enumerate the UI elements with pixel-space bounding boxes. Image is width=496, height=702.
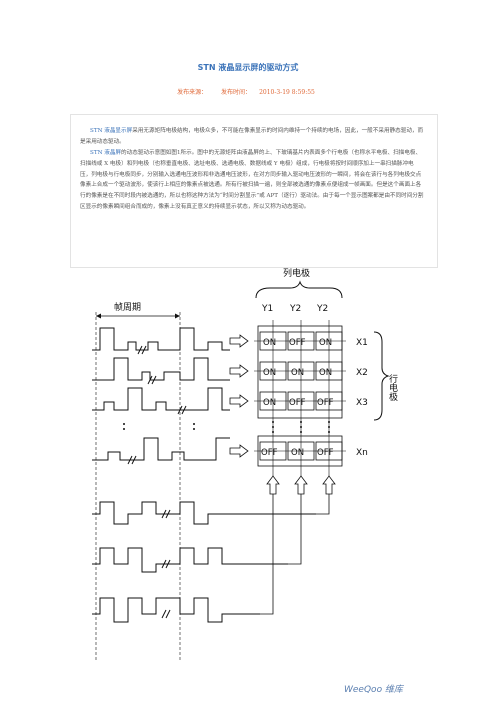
electrode-lines (254, 320, 346, 476)
connector-y2a (288, 494, 302, 565)
column-waveforms (92, 501, 316, 623)
waveform-x3 (92, 387, 230, 411)
row-arrow-xn (229, 444, 249, 458)
source-label: 发布来源： (177, 89, 208, 96)
article-title: STN 液晶显示屏的驱动方式 (197, 63, 299, 72)
row-input-arrows (229, 334, 249, 458)
row-waveforms (92, 327, 230, 461)
frame-period-label: 帧周期 (114, 301, 141, 313)
row-label-x2: X2 (356, 368, 368, 378)
column-input-arrows (266, 475, 336, 495)
cell-text-r1c2: OFF (289, 338, 306, 348)
time-label: 发布时间： 2010-3-19 8:59:55 (217, 89, 319, 96)
waveform-y1 (92, 501, 316, 525)
cell-labels: ON OFF ON ON ON ON ON OFF OFF OFF ON OFF (261, 338, 334, 458)
row-label-x3: X3 (356, 398, 368, 408)
cell-text-r1c1: ON (263, 338, 276, 348)
column-arrow-y2a (294, 475, 308, 495)
row-arrow-x2 (229, 364, 249, 378)
paragraph-2: STN 液晶屏的动态驱动示意图如图1所示。图中的无源矩阵由液晶屏的上、下玻璃基片… (80, 148, 424, 213)
waveform-x1 (92, 327, 230, 351)
cell-text-r3c2: OFF (289, 398, 306, 408)
weeqoo-watermark: WeeQoo 维库 (344, 684, 405, 695)
row-arrow-x3 (229, 394, 249, 408)
cell-text-r4c2: ON (291, 448, 304, 458)
row-electrode-label: 行电极 (387, 373, 398, 402)
column-label-y2b: Y2 (316, 304, 328, 314)
cell-text-r4c3: OFF (317, 448, 334, 458)
row-brace (373, 331, 390, 421)
column-brace (255, 280, 343, 299)
cell-text-r2c2: ON (291, 368, 304, 378)
column-break-marks (161, 509, 171, 619)
connector-y1 (260, 494, 274, 615)
row-arrow-x1 (229, 334, 249, 348)
cell-text-r2c3: ON (319, 368, 332, 378)
time-label-text: 发布时间： (221, 89, 252, 96)
time-value: 2010-3-19 8:59:55 (259, 89, 315, 96)
cell-text-r4c1: OFF (261, 448, 278, 458)
column-connectors (260, 494, 330, 615)
row-ellipsis (272, 421, 330, 433)
cell-text-r3c3: OFF (317, 398, 334, 408)
paragraph-1: STN 液晶显示屏采用无源矩阵电极结构，电极众多，不可能在像素显示的时间内维持一… (80, 126, 424, 148)
cell-text-r3c1: ON (263, 398, 276, 408)
connector-y2b (316, 494, 330, 515)
article-body-card (70, 114, 438, 268)
waveform-ellipsis (123, 423, 195, 430)
row-label-x1: X1 (356, 338, 368, 348)
stn-dynamic-drive-diagram: 列电极 Y1 Y2 Y2 帧周期 ON OFF ON (92, 267, 405, 695)
waveform-y2b (92, 597, 260, 623)
waveform-x2 (92, 357, 230, 381)
paragraph-1-text: 采用无源矩阵电极结构，电极众多，不可能在像素显示的时间内维持一个持续的电场，因此… (80, 128, 424, 145)
cell-text-r2c1: ON (263, 368, 276, 378)
column-label-y2a: Y2 (289, 304, 301, 314)
paragraph-2-highlight[interactable]: STN 液晶屏 (90, 150, 122, 156)
column-electrode-label: 列电极 (283, 267, 310, 279)
column-arrow-y2b (322, 475, 336, 495)
cell-text-r1c3: ON (319, 338, 332, 348)
column-arrow-y1 (266, 475, 280, 495)
article-meta: 发布来源： 发布时间： 2010-3-19 8:59:55 (0, 87, 496, 96)
row-label-xn: Xn (356, 448, 368, 458)
waveform-y2a (92, 547, 288, 573)
waveform-break-marks (127, 345, 187, 465)
waveform-xn (92, 437, 230, 461)
column-label-y1: Y1 (261, 304, 273, 314)
paragraph-2-text: 的动态驱动示意图如图1所示。图中的无源矩阵由液晶屏的上、下玻璃基片内表面多个行电… (80, 150, 424, 210)
paragraph-1-highlight[interactable]: STN 液晶显示屏 (90, 128, 133, 134)
